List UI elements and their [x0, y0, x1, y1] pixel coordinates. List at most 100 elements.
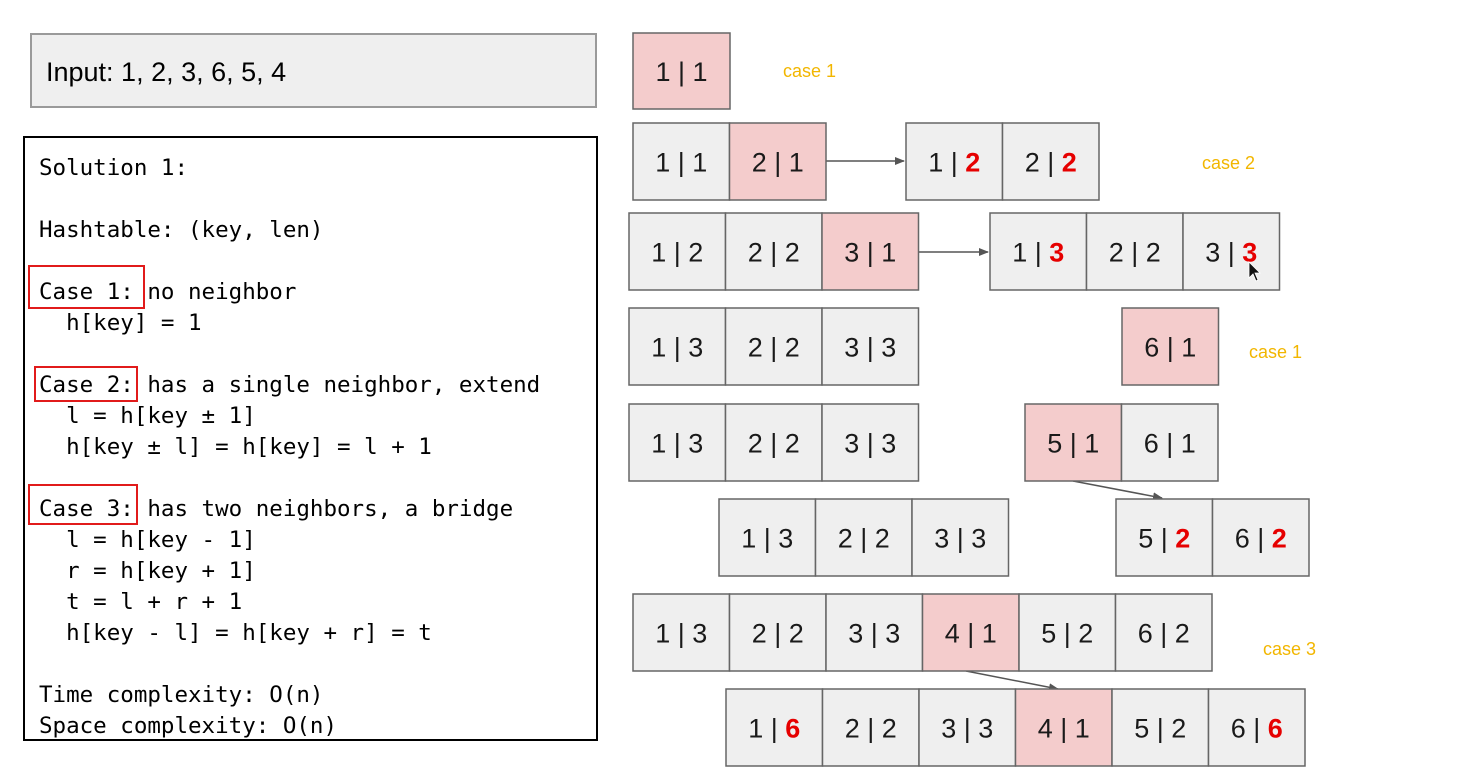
- cell-len: 2: [785, 238, 800, 268]
- cell-row: 1 | 3 2 | 2 3 | 3: [628, 403, 920, 482]
- cell-len: 2: [1175, 524, 1190, 554]
- arrows: [826, 157, 1163, 692]
- cell-text: 1 | 3: [741, 524, 793, 554]
- hashtable-cell: 2 | 2: [728, 593, 827, 672]
- hashtable-cell: 3 | 3: [918, 688, 1017, 767]
- cell-len: 3: [692, 619, 707, 649]
- cell-len: 2: [688, 238, 703, 268]
- cell-box: [718, 498, 817, 577]
- cell-len: 3: [971, 524, 986, 554]
- cell-text: 4 | 1: [945, 619, 997, 649]
- cell-text: 2 | 2: [1109, 238, 1161, 268]
- hashtable-cell: 2 | 2: [814, 498, 913, 577]
- mouse-cursor-icon: [1248, 261, 1261, 282]
- cell-key: 6 |: [1144, 429, 1181, 459]
- code-line: l = h[key ± 1]: [39, 403, 256, 429]
- cell-row: 5 | 2 6 | 2: [1115, 498, 1310, 577]
- arrow-row-5: [1072, 480, 1163, 501]
- cell-text: 1 | 3: [1012, 238, 1064, 268]
- cell-key: 2 |: [752, 619, 789, 649]
- code-line: r = h[key + 1]: [39, 558, 256, 584]
- hashtable-cell: 6 | 6: [1207, 688, 1306, 767]
- hashtable-cell: 3 | 3: [1182, 212, 1281, 291]
- cell-box: [905, 122, 1004, 201]
- hashtable-cell: 5 | 1: [1024, 403, 1123, 482]
- cell-box: [1024, 403, 1123, 482]
- solution-code-box: Solution 1:Hashtable: (key, len)Case 1: …: [23, 136, 598, 741]
- cell-len: 3: [1242, 238, 1257, 268]
- cell-key: 3 |: [844, 238, 881, 268]
- cell-len: 2: [785, 429, 800, 459]
- cell-row: 1 | 3 2 | 2 3 | 3: [989, 212, 1281, 291]
- cell-box: [1001, 122, 1100, 201]
- cell-text: 2 | 1: [752, 148, 804, 178]
- code-line: Case 2: has a single neighbor, extend: [39, 372, 541, 398]
- hashtable-cell: 2 | 2: [724, 212, 823, 291]
- cell-len: 2: [1171, 714, 1186, 744]
- cell-text: 1 | 1: [655, 57, 707, 87]
- hashtable-cell: 1 | 3: [632, 593, 731, 672]
- case-2-highlight-box: [34, 366, 138, 402]
- cell-box: [628, 212, 727, 291]
- cell-len: 6: [1268, 714, 1283, 744]
- hashtable-cell: 1 | 3: [628, 307, 727, 386]
- cell-key: 3 |: [941, 714, 978, 744]
- cell-box: [1207, 688, 1306, 767]
- cell-text: 5 | 2: [1138, 524, 1190, 554]
- cell-box: [821, 307, 920, 386]
- case-label: case 1: [783, 61, 836, 81]
- cell-key: 1 |: [651, 429, 688, 459]
- hashtable-cell: 1 | 1: [632, 122, 731, 201]
- cell-text: 5 | 2: [1134, 714, 1186, 744]
- cell-text: 6 | 2: [1235, 524, 1287, 554]
- cell-key: 3 |: [844, 333, 881, 363]
- cell-len: 3: [688, 333, 703, 363]
- cell-text: 2 | 2: [752, 619, 804, 649]
- cell-text: 3 | 1: [844, 238, 896, 268]
- cell-box: [821, 688, 920, 767]
- cell-len: 2: [785, 333, 800, 363]
- cell-len: 3: [881, 429, 896, 459]
- hashtable-cell: 1 | 2: [905, 122, 1004, 201]
- cell-len: 2: [1062, 148, 1077, 178]
- cell-box: [825, 593, 924, 672]
- hashtable-cell: 6 | 1: [1120, 403, 1219, 482]
- code-line: Case 1: no neighbor: [39, 279, 297, 305]
- hashtable-cell: 2 | 1: [728, 122, 827, 201]
- code-line: Hashtable: (key, len): [39, 217, 324, 243]
- cell-text: 3 | 3: [848, 619, 900, 649]
- case-1-highlight-box: [28, 265, 145, 309]
- cell-text: 2 | 2: [838, 524, 890, 554]
- cell-len: 3: [885, 619, 900, 649]
- cell-key: 2 |: [748, 429, 785, 459]
- cell-box: [1121, 307, 1220, 386]
- hashtable-cell: 1 | 1: [632, 32, 731, 110]
- cell-len: 3: [1049, 238, 1064, 268]
- cell-len: 6: [785, 714, 800, 744]
- case-label: case 3: [1263, 639, 1316, 659]
- cell-box: [1115, 498, 1214, 577]
- code-line: h[key - l] = h[key + r] = t: [39, 620, 432, 646]
- case-label: case 2: [1202, 153, 1255, 173]
- cell-len: 1: [693, 57, 708, 87]
- cell-key: 2 |: [845, 714, 882, 744]
- cell-box: [628, 307, 727, 386]
- hashtable-cell: 2 | 2: [821, 688, 920, 767]
- cell-text: 1 | 3: [651, 429, 703, 459]
- cell-box: [724, 212, 823, 291]
- cell-box: [724, 307, 823, 386]
- cell-key: 6 |: [1144, 333, 1181, 363]
- cell-len: 2: [875, 524, 890, 554]
- cell-text: 3 | 3: [844, 429, 896, 459]
- cell-len: 1: [982, 619, 997, 649]
- hashtable-cell: 2 | 2: [1001, 122, 1100, 201]
- cell-len: 1: [789, 148, 804, 178]
- cell-box: [1114, 593, 1213, 672]
- cell-key: 3 |: [1205, 238, 1242, 268]
